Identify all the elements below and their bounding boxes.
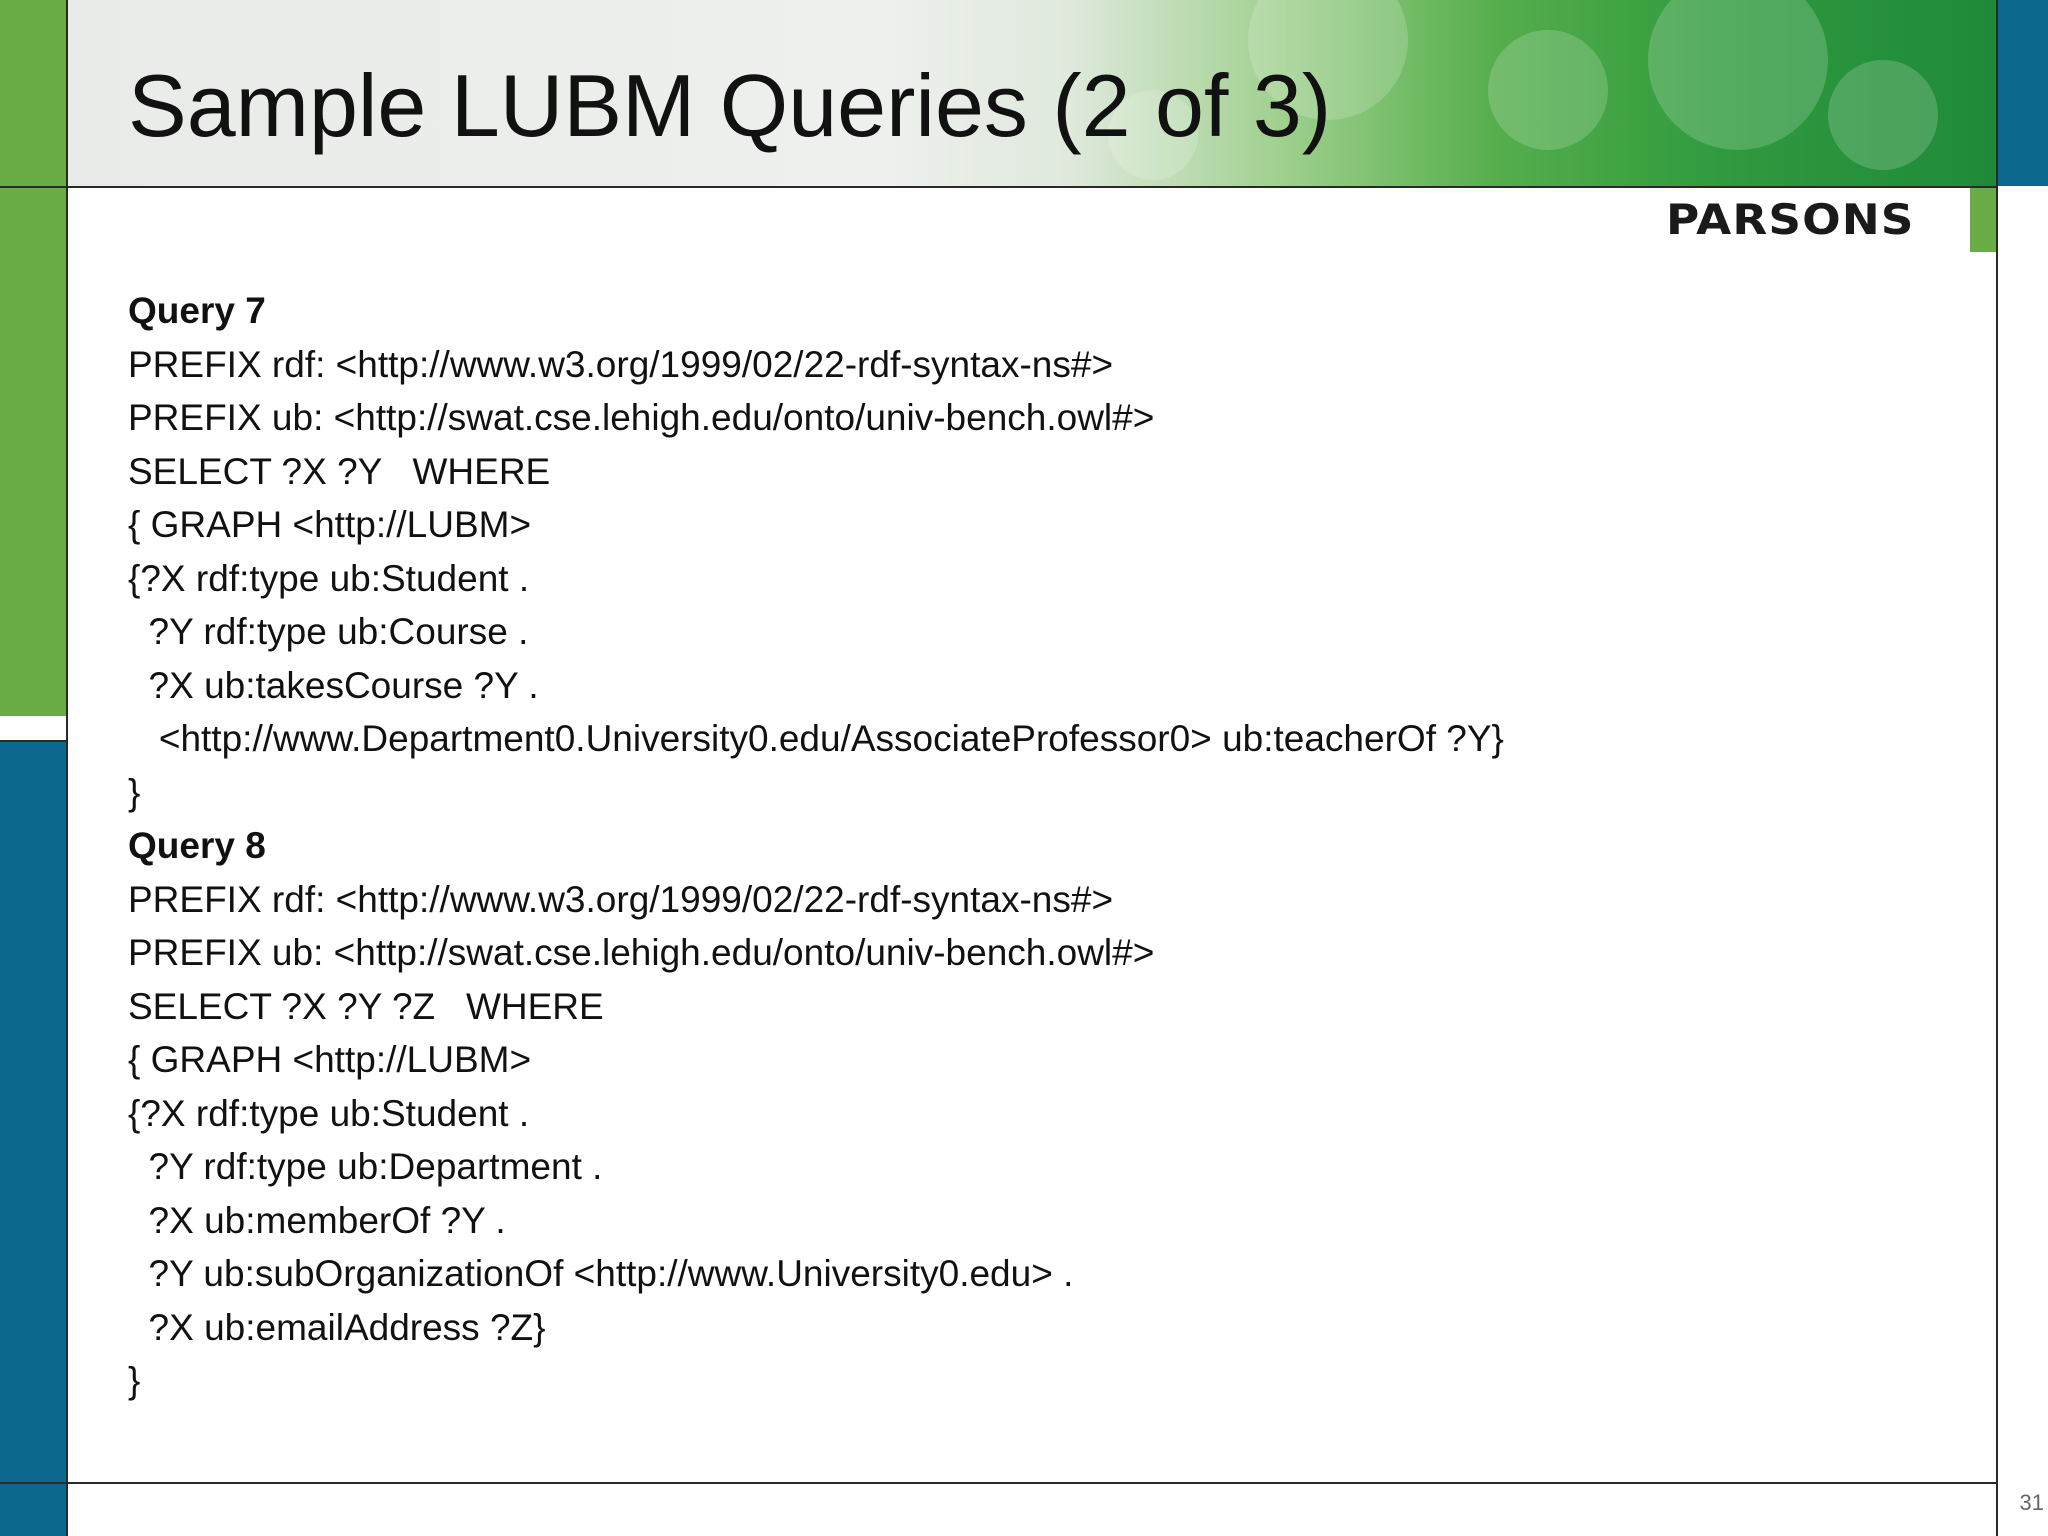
left-accent-green [0,0,66,716]
page-number: 31 [2019,1490,2044,1515]
left-divider [0,186,68,188]
query-line: } [128,1360,141,1401]
banner-decoration [1108,90,1198,180]
query-line: SELECT ?X ?Y WHERE [128,450,551,492]
query-line: { GRAPH <http://LUBM> [128,1039,532,1080]
right-accent-green [1970,188,1996,252]
query-line: PREFIX ub: <http://swat.cse.lehigh.edu/o… [128,932,1155,973]
banner-decoration [1828,60,1938,170]
left-divider [0,1482,68,1484]
query-line: ?X ub:takesCourse ?Y . [128,664,539,706]
query-line: ?Y ub:subOrganizationOf <http://www.Univ… [128,1253,1074,1294]
slide-title: Sample LUBM Queries (2 of 3) [128,56,1332,155]
query-line: PREFIX ub: <http://swat.cse.lehigh.edu/o… [128,397,1155,438]
query-line: {?X rdf:type ub:Student . [128,1092,530,1134]
query-line: {?X rdf:type ub:Student . [128,557,530,599]
query-heading: Query 7 [128,290,266,331]
right-frame-line [1996,0,1998,1536]
query-heading: Query 8 [128,825,266,866]
parsons-logo: PARSONS [1666,195,1915,244]
query-line: ?X ub:memberOf ?Y . [128,1199,506,1241]
query-line: ?X ub:emailAddress ?Z} [128,1306,546,1348]
query-line: SELECT ?X ?Y ?Z WHERE [128,985,604,1027]
query-line: PREFIX rdf: <http://www.w3.org/1999/02/2… [128,343,1114,385]
title-banner [68,0,1996,186]
left-frame-line [66,0,68,1536]
query-line: ?Y rdf:type ub:Department . [128,1146,603,1187]
right-accent-blue [1998,0,2048,186]
banner-decoration [1648,0,1828,150]
slide-body: Query 7 PREFIX rdf: <http://www.w3.org/1… [128,284,1968,1408]
left-accent-gap [0,716,66,740]
footer-divider [66,1482,1996,1484]
left-divider [0,740,66,742]
query-line: <http://www.Department0.University0.edu/… [128,718,1504,759]
query-line: } [128,771,141,813]
query-line: { GRAPH <http://LUBM> [128,504,532,545]
title-divider [66,186,1996,188]
banner-decoration [1488,30,1608,150]
left-accent-blue [0,740,66,1536]
query-line: PREFIX rdf: <http://www.w3.org/1999/02/2… [128,878,1114,920]
query-line: ?Y rdf:type ub:Course . [128,611,529,652]
